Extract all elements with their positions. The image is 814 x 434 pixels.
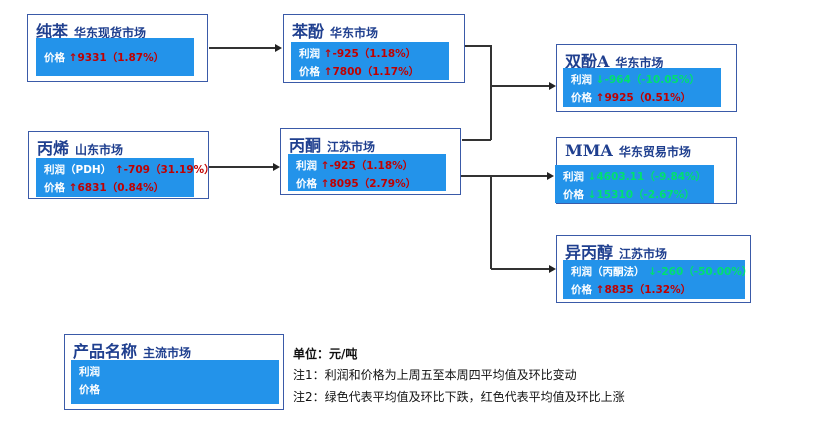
- metric-label: 价格: [44, 182, 65, 194]
- metric-label: 利润（丙酮法）: [571, 266, 645, 278]
- metric-row: 价格 ↑8095（2.79%）: [296, 175, 438, 193]
- node-market: 山东市场: [75, 143, 124, 157]
- arrow-up-icon: ↑: [68, 52, 78, 64]
- node-market: 江苏市场: [619, 247, 668, 261]
- arrow-down-icon: ↓: [587, 189, 597, 201]
- metric-row: 利润 ↓-964（-10.05%）: [571, 71, 713, 89]
- metric-row: 价格 ↑7800（1.17%）: [299, 63, 441, 81]
- metric-label: 价格: [571, 284, 592, 296]
- metric-value: 9331（1.87%）: [77, 52, 165, 64]
- legend-row-profit: 利润: [79, 366, 100, 378]
- arrow-up-icon: ↑: [323, 48, 333, 60]
- node-market: 华东市场: [330, 26, 379, 40]
- metric-value: 8095（2.79%）: [329, 178, 417, 190]
- node-name: 双酚A: [565, 52, 610, 71]
- node-name: 苯酚: [292, 22, 325, 41]
- metric-label: 价格: [563, 189, 584, 201]
- metric-value: -964（-10.05%）: [604, 74, 700, 86]
- metric-value: 8835（1.32%）: [604, 284, 692, 296]
- node-name: 丙酮: [289, 136, 322, 155]
- node-market: 华东市场: [615, 56, 664, 70]
- connector: [490, 45, 492, 140]
- arrow-down-icon: ↓: [587, 171, 597, 183]
- arrow-icon: [549, 265, 556, 273]
- metric-label: 利润（PDH）: [44, 164, 112, 176]
- legend-box: 产品名称主流市场 利润 价格: [64, 334, 284, 410]
- metric-row: 价格 ↑9331（1.87%）: [44, 49, 186, 67]
- metric-value: -709（31.19%）: [123, 164, 215, 176]
- metric-row: 价格 ↑8835（1.32%）: [571, 281, 737, 299]
- node-name: MMA: [565, 141, 613, 160]
- metric-label: 价格: [299, 66, 320, 78]
- node-name: 异丙醇: [565, 243, 614, 262]
- arrow-icon: [549, 82, 556, 90]
- arrow-down-icon: ↓: [648, 266, 657, 278]
- metric-row: 价格 ↑6831（0.84%）: [44, 179, 186, 197]
- node-market: 华东现货市场: [74, 26, 147, 40]
- legend-row-price: 价格: [79, 384, 100, 396]
- node-box: 丙烯山东市场利润（PDH） ↑-709（31.19%）价格 ↑6831（0.84…: [28, 131, 215, 199]
- connector: [462, 139, 491, 141]
- connector: [491, 85, 549, 87]
- metric-label: 价格: [296, 178, 317, 190]
- metric-value: 7800（1.17%）: [332, 66, 420, 78]
- note-1: 注1：利润和价格为上周五至本周四平均值及环比变动: [293, 368, 577, 382]
- metric-label: 价格: [571, 92, 592, 104]
- metric-row: 利润 ↓4603.11（-9.84%）: [563, 168, 706, 186]
- metric-label: 利润: [296, 160, 317, 172]
- arrow-icon: [273, 163, 280, 171]
- metric-value: -925（1.18%）: [332, 48, 417, 60]
- node-box: 异丙醇江苏市场利润（丙酮法） ↓-260（-50.00%）价格 ↑8835（1.…: [556, 235, 752, 303]
- arrow-up-icon: ↑: [595, 284, 605, 296]
- metric-row: 利润（丙酮法） ↓-260（-50.00%）: [571, 263, 752, 281]
- node-box: 丙酮江苏市场利润 ↑-925（1.18%）价格 ↑8095（2.79%）: [280, 128, 461, 195]
- metric-row: 利润 ↑-925（1.18%）: [299, 45, 441, 63]
- node-name: 纯苯: [36, 22, 69, 41]
- metric-row: 利润（PDH） ↑-709（31.19%）: [44, 161, 215, 179]
- metric-row: 价格 ↑9925（0.51%）: [571, 89, 713, 107]
- metric-value: -925（1.18%）: [329, 160, 414, 172]
- metric-label: 利润: [299, 48, 320, 60]
- arrow-up-icon: ↑: [68, 182, 78, 194]
- arrow-icon: [275, 44, 282, 52]
- node-market: 江苏市场: [327, 140, 376, 154]
- arrow-up-icon: ↑: [323, 66, 333, 78]
- arrow-up-icon: ↑: [595, 92, 605, 104]
- connector: [490, 175, 492, 269]
- arrow-up-icon: ↑: [320, 178, 330, 190]
- metric-value: 15310（-2.67%）: [596, 189, 695, 201]
- connector: [491, 175, 547, 177]
- metric-row: 价格 ↓15310（-2.67%）: [563, 186, 706, 204]
- arrow-up-icon: ↑: [320, 160, 330, 172]
- metric-label: 利润: [571, 74, 592, 86]
- metric-value: 6831（0.84%）: [77, 182, 165, 194]
- connector: [465, 45, 491, 47]
- node-market: 华东贸易市场: [618, 145, 691, 159]
- metric-value: 4603.11（-9.84%）: [596, 171, 707, 183]
- connector: [209, 47, 275, 49]
- arrow-down-icon: ↓: [595, 74, 605, 86]
- node-box: 苯酚华东市场利润 ↑-925（1.18%）价格 ↑7800（1.17%）: [283, 14, 465, 83]
- note-2: 注2：绿色代表平均值及环比下跌，红色代表平均值及环比上涨: [293, 390, 625, 404]
- node-box: 纯苯华东现货市场价格 ↑9331（1.87%）: [27, 14, 208, 82]
- node-name: 丙烯: [37, 139, 70, 158]
- metric-row: 利润 ↑-925（1.18%）: [296, 157, 438, 175]
- connector: [491, 268, 549, 270]
- legend-market: 主流市场: [143, 346, 192, 360]
- connector: [209, 166, 273, 168]
- metric-label: 价格: [44, 52, 65, 64]
- unit-note: 单位：元/吨: [293, 347, 358, 361]
- arrow-icon: [547, 172, 554, 180]
- metric-value: -260（-50.00%）: [656, 266, 753, 278]
- connector: [461, 175, 501, 177]
- legend-name: 产品名称: [73, 342, 138, 361]
- metric-value: 9925（0.51%）: [604, 92, 692, 104]
- arrow-up-icon: ↑: [114, 164, 124, 176]
- metric-label: 利润: [563, 171, 584, 183]
